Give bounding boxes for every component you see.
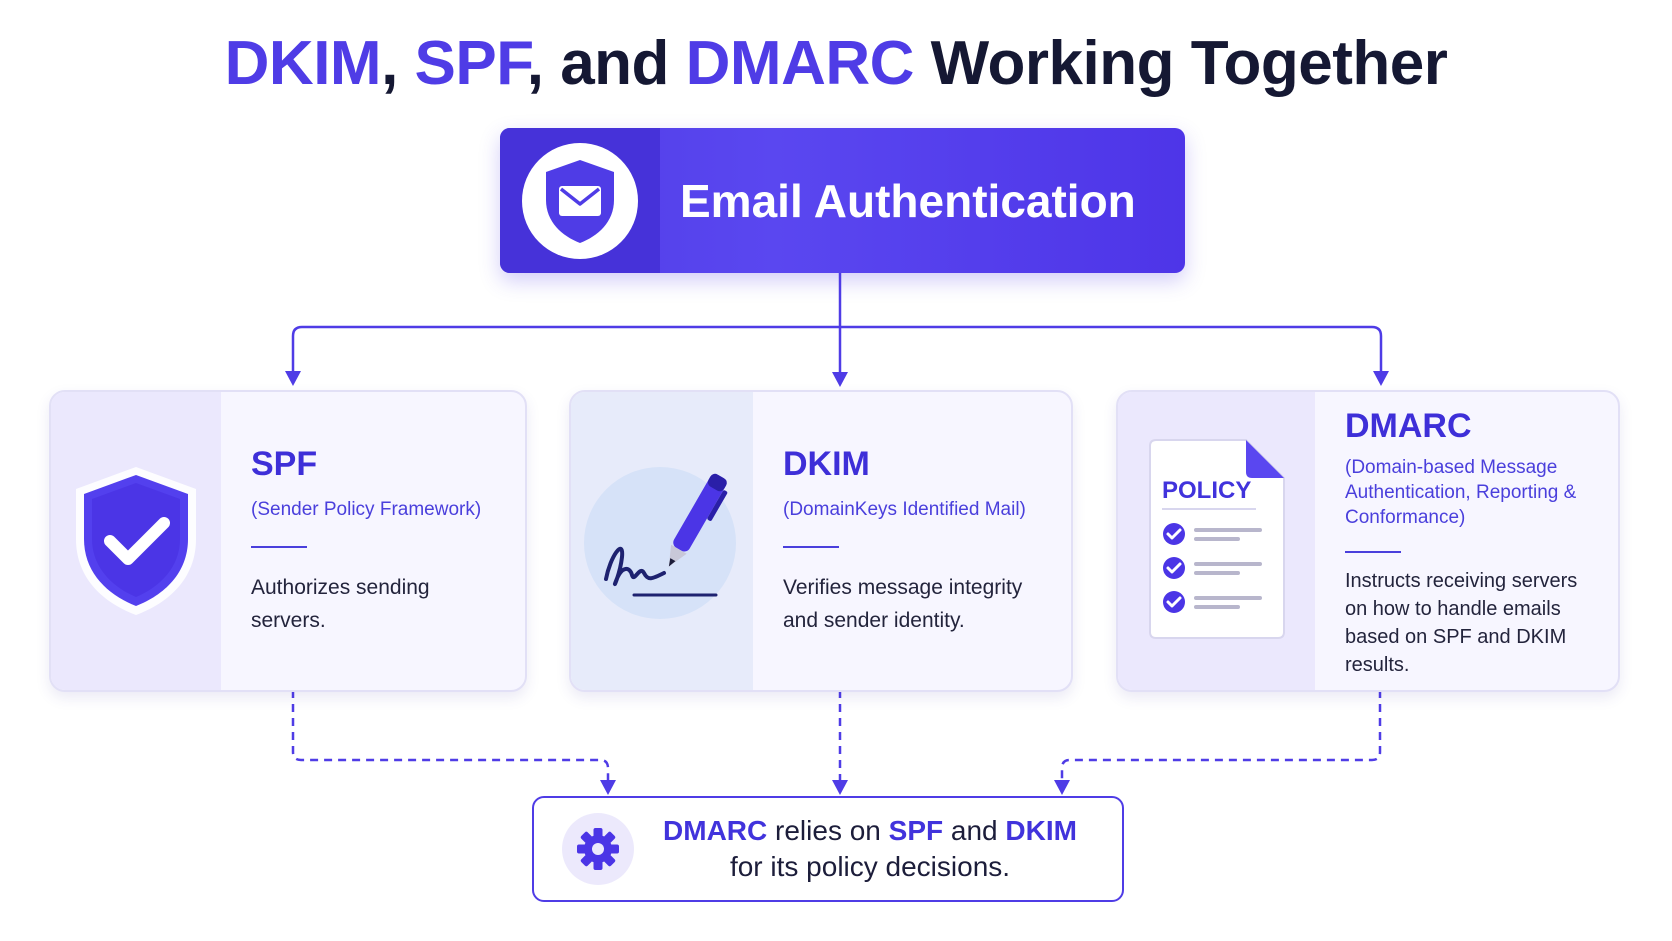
spf-description-line: Authorizes sending <box>251 576 430 600</box>
title-dkim: DKIM <box>224 29 382 98</box>
arrow-dkim-note <box>832 780 848 795</box>
dmarc-divider <box>1345 550 1401 553</box>
spf-card: SPF (Sender Policy Framework) Authorizes… <box>49 390 527 692</box>
note-dmarc: DMARC <box>663 814 768 846</box>
arrow-spf-note <box>600 780 616 795</box>
root-label: Email Authentication <box>680 174 1136 227</box>
branch-right-line <box>840 325 1383 373</box>
dkim-card: DKIM (DomainKeys Identified Mail) Verifi… <box>569 390 1073 692</box>
note-spf: SPF <box>888 814 944 846</box>
note-relies-on: relies on <box>767 814 889 846</box>
dmarc-subtitle: (Domain-based Message Authentication, Re… <box>1345 456 1577 530</box>
dmarc-card: POLICY DMARC (Domain-based Message Auth <box>1116 390 1620 692</box>
root-icon-panel <box>500 128 660 273</box>
email-authentication-node: Email Authentication <box>500 128 1185 273</box>
shield-check-icon <box>76 467 196 615</box>
dmarc-description: Instructs receiving servers on how to ha… <box>1345 567 1577 679</box>
title-dmarc: DMARC <box>685 29 915 98</box>
spf-title: SPF <box>251 444 318 483</box>
note-text: DMARC relies on SPF and DKIM for its pol… <box>634 813 1122 886</box>
arrow-to-spf <box>285 371 301 386</box>
note-dkim: DKIM <box>1005 814 1077 846</box>
spf-divider <box>251 546 307 549</box>
arrow-to-dmarc <box>1373 371 1389 386</box>
shield-envelope-icon <box>546 159 614 243</box>
root-icon-circle <box>522 142 638 259</box>
dmarc-title: DMARC <box>1345 407 1472 446</box>
pen-signature-icon <box>584 467 736 619</box>
dmarc-text-panel: DMARC (Domain-based Message Authenticati… <box>1315 392 1603 690</box>
dmarc-description-line: based on SPF and DKIM <box>1345 625 1567 648</box>
title-sep-2: , and <box>526 29 686 98</box>
dkim-title: DKIM <box>783 444 870 483</box>
dkim-description: Verifies message integrity and sender id… <box>783 572 1026 637</box>
note-line-1: DMARC relies on SPF and DKIM <box>634 813 1106 849</box>
title-sep-1: , <box>381 29 415 98</box>
dmarc-subtitle-line: Authentication, Reporting & <box>1345 482 1577 504</box>
dmarc-icon-panel: POLICY <box>1118 392 1315 690</box>
arrow-dmarc-note <box>1054 780 1070 795</box>
dkim-icon-panel <box>571 392 753 690</box>
spf-description-line: servers. <box>251 608 326 632</box>
dmarc-description-line: results. <box>1345 653 1410 676</box>
arrow-to-dkim <box>832 372 848 387</box>
page-title: DKIM, SPF, and DMARC Working Together <box>0 28 1672 99</box>
dkim-subtitle: (DomainKeys Identified Mail) <box>783 498 1026 520</box>
gear-icon <box>577 828 619 870</box>
note-and: and <box>943 814 1006 846</box>
dashed-spf-to-note <box>291 690 610 782</box>
note-line-2: for its policy decisions. <box>729 851 1011 882</box>
dashed-dmarc-to-note <box>1060 690 1382 782</box>
policy-doc-label: POLICY <box>1162 477 1251 504</box>
dkim-description-line: Verifies message integrity <box>783 576 1023 600</box>
policy-checklist <box>1162 523 1262 613</box>
branch-left-line <box>291 325 840 373</box>
spf-text-panel: SPF (Sender Policy Framework) Authorizes… <box>221 392 507 690</box>
dmarc-description-line: Instructs receiving servers <box>1345 569 1578 592</box>
dkim-text-panel: DKIM (DomainKeys Identified Mail) Verifi… <box>753 392 1052 690</box>
policy-document-icon: POLICY <box>1148 439 1285 639</box>
note-icon-circle <box>562 813 634 885</box>
title-spf: SPF <box>414 29 528 98</box>
dmarc-description-line: on how to handle emails <box>1345 597 1561 620</box>
spf-description: Authorizes sending servers. <box>251 572 481 637</box>
dkim-description-line: and sender identity. <box>783 608 965 632</box>
title-rest: Working Together <box>913 29 1448 98</box>
spf-subtitle: (Sender Policy Framework) <box>251 498 482 520</box>
dkim-divider <box>783 546 839 549</box>
spf-icon-panel <box>51 392 221 690</box>
dmarc-subtitle-line: (Domain-based Message <box>1345 457 1558 479</box>
dmarc-subtitle-line: Conformance) <box>1345 506 1466 528</box>
dmarc-relies-note: DMARC relies on SPF and DKIM for its pol… <box>532 796 1124 902</box>
